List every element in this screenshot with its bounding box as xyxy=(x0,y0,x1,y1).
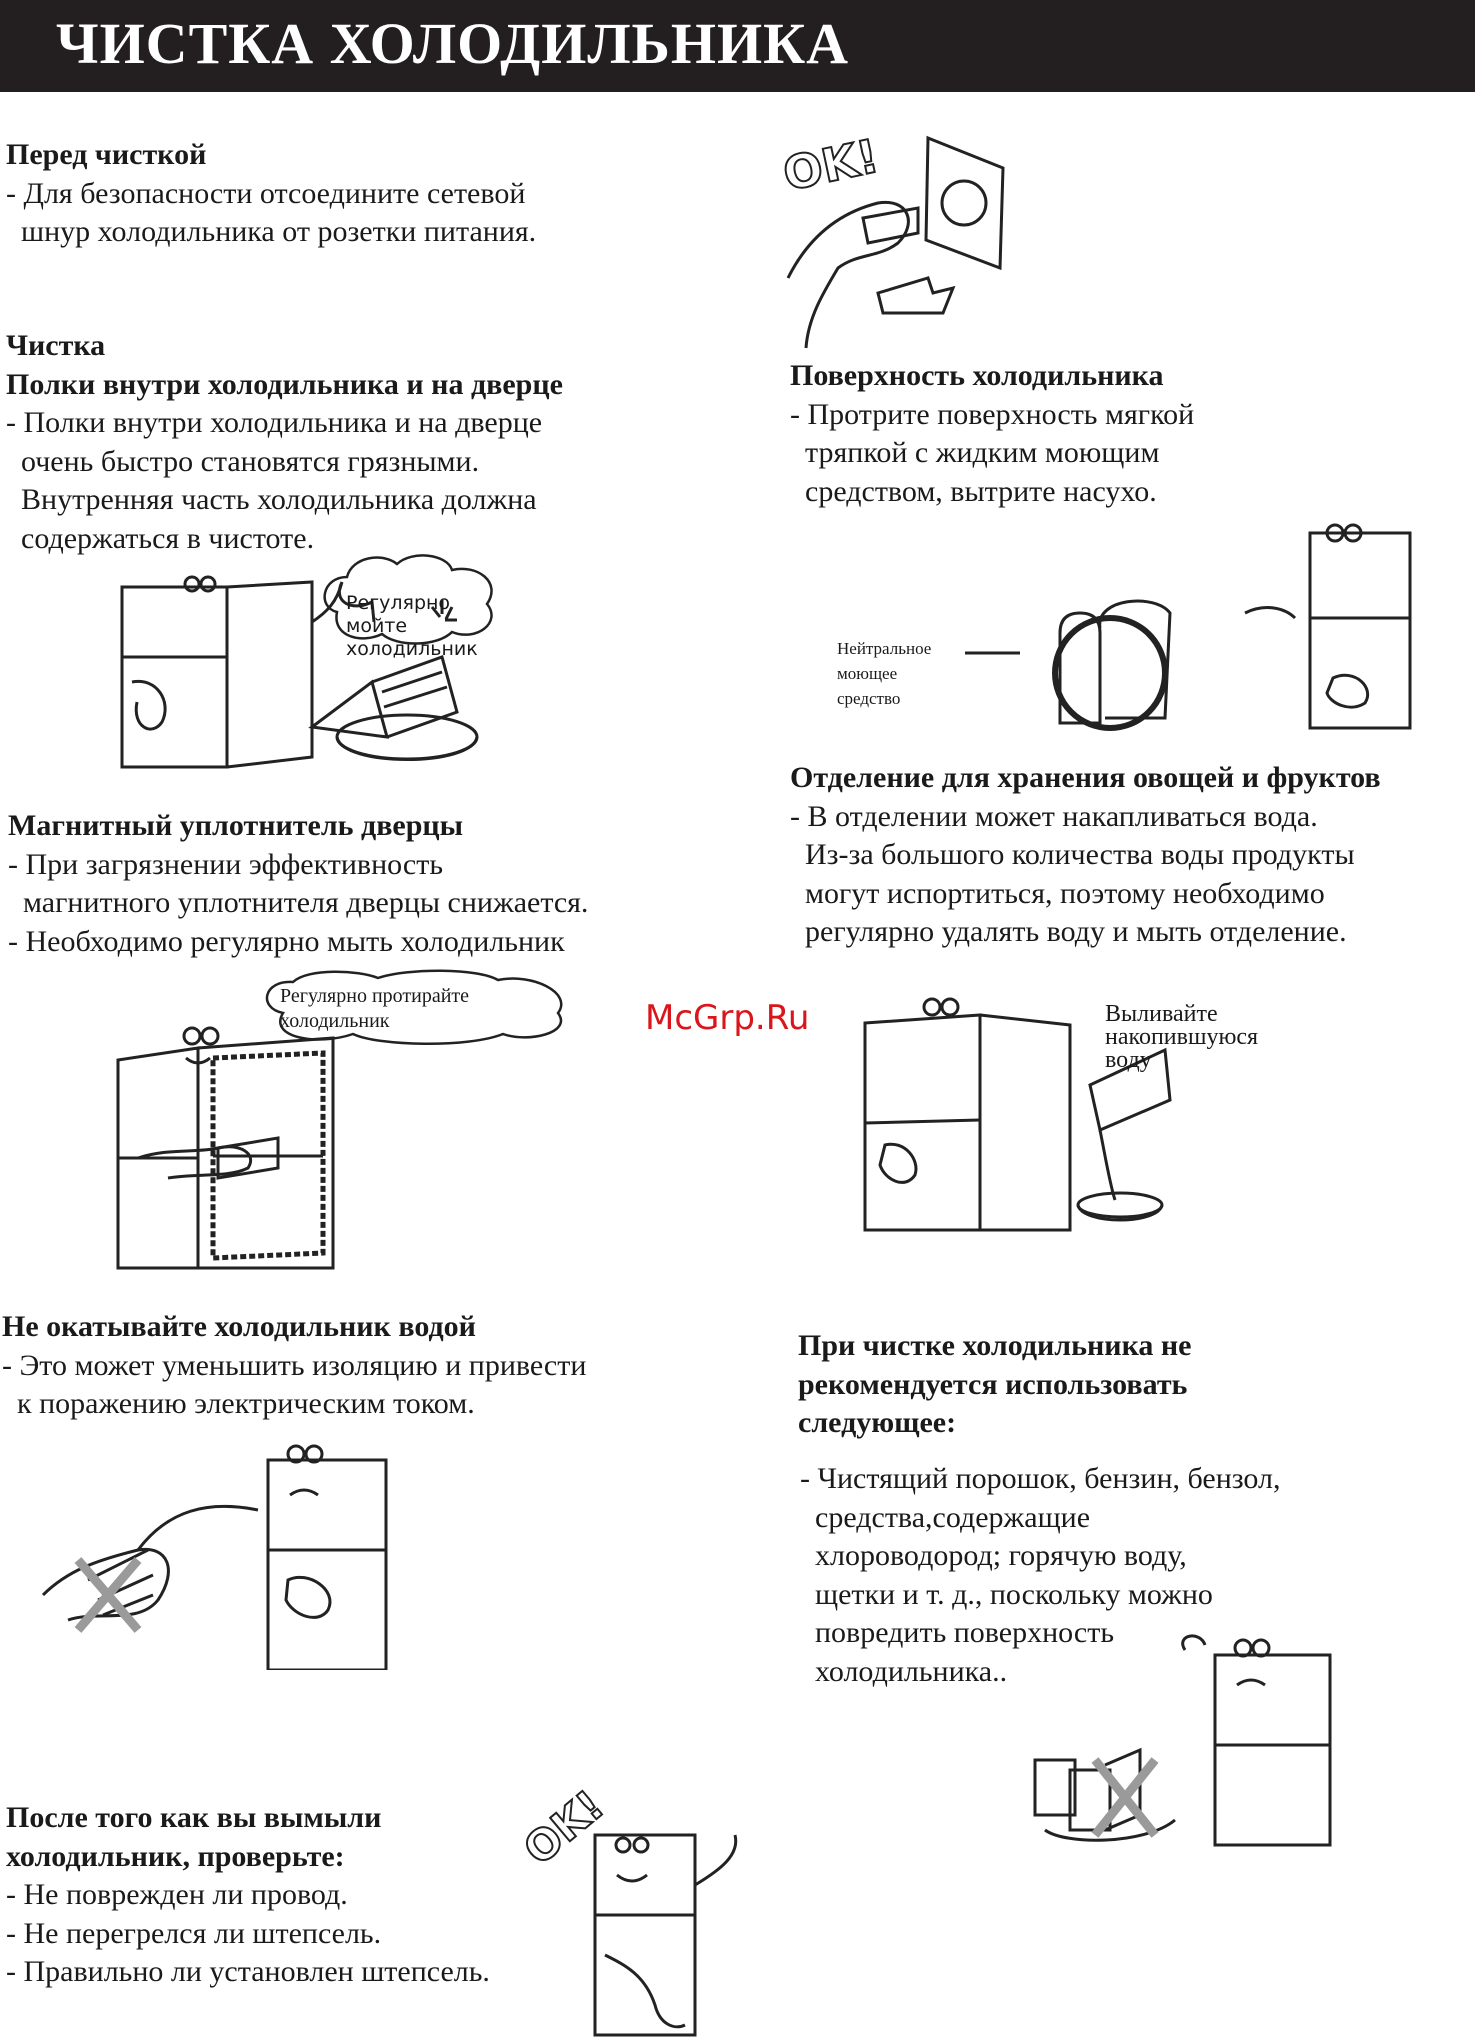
surface-line: - Протрите поверхность мягкой xyxy=(790,397,1195,431)
not-recommended-line: хлороводород; горячую воду, xyxy=(815,1539,1187,1572)
cleaning-section: Чистка Полки внутри холодильника и на дв… xyxy=(6,327,563,558)
watermark: McGrp.Ru xyxy=(645,998,810,1038)
not-recommended-line: - Чистящий порошок, бензин, бензол, xyxy=(800,1462,1281,1495)
before-cleaning-line: шнур холодильника от розетки питания. xyxy=(21,215,537,248)
after-cleaning-line: - Не перегрелся ли штепсель. xyxy=(6,1916,382,1950)
after-cleaning-heading: холодильник, проверьте: xyxy=(6,1839,345,1873)
pour-caption: накопившуюся воду xyxy=(1105,1024,1259,1073)
cleaning-heading: Чистка xyxy=(6,329,106,362)
shelves-line: содержаться в чистоте. xyxy=(21,521,315,555)
forbidden-cleaners-illustration xyxy=(1025,1630,1355,1850)
after-cleaning-heading: После того как вы вымыли xyxy=(6,1801,382,1834)
surface-section: Поверхность холодильника - Протрите пове… xyxy=(790,357,1194,511)
no-water-section: Не окатывайте холодильник водой - Это мо… xyxy=(2,1308,586,1424)
pour-caption: Выливайте xyxy=(1105,1001,1218,1027)
magnetic-seal-line: - Необходимо регулярно мыть холодильник xyxy=(8,924,565,958)
bubble-text: холодильник xyxy=(346,638,478,660)
unplug-illustration: OK! xyxy=(768,118,1028,353)
after-cleaning-line: - Не поврежден ли провод. xyxy=(6,1878,348,1911)
shelves-line: Внутренняя часть холодильника должна xyxy=(21,483,537,516)
wiping-seal-illustration: Регулярно протирайте холодильник xyxy=(108,969,563,1278)
not-recommended-heading: следующее: xyxy=(798,1406,957,1439)
bubble-text: Регулярно мойте xyxy=(346,592,451,637)
magnetic-seal-line: - При загрязнении эффективность xyxy=(8,847,443,881)
ok-fridge-illustration: OK! xyxy=(505,1775,755,2040)
detergent-label: средство xyxy=(837,689,901,708)
not-recommended-line: средства,содержащие xyxy=(815,1500,1091,1534)
vegetables-line: Из-за большого количества воды продукты xyxy=(805,838,1355,871)
after-cleaning-section: После того как вы вымыли холодильник, пр… xyxy=(6,1799,490,1992)
vegetables-line: регулярно удалять воду и мыть отделение. xyxy=(805,915,1347,948)
magnetic-seal-section: Магнитный уплотнитель дверцы - При загря… xyxy=(8,807,588,961)
no-water-illustration xyxy=(28,1440,398,1670)
before-cleaning-heading: Перед чисткой xyxy=(6,138,207,171)
bubble-text: холодильник xyxy=(280,1010,390,1032)
vegetables-section: Отделение для хранения овощей и фруктов … xyxy=(790,759,1381,952)
pour-water-illustration: Выливайте накопившуюся воду xyxy=(860,995,1258,1235)
magnetic-seal-heading: Магнитный уплотнитель дверцы xyxy=(8,809,464,842)
surface-heading: Поверхность холодильника xyxy=(790,359,1164,392)
before-cleaning-line: - Для безопасности отсоедините сетевой xyxy=(6,176,526,210)
detergent-label: Нейтральное xyxy=(837,639,932,658)
after-cleaning-line: - Правильно ли установлен штепсель. xyxy=(6,1955,490,1988)
vegetables-line: могут испортиться, поэтому необходимо xyxy=(805,876,1325,910)
no-water-heading: Не окатывайте холодильник водой xyxy=(2,1310,476,1343)
washing-shelves-illustration: Регулярно мойте холодильник xyxy=(112,554,512,782)
not-recommended-line: щетки и т. д., поскольку можно xyxy=(815,1577,1213,1611)
not-recommended-line: холодильника.. xyxy=(815,1654,1008,1688)
no-water-line: - Это может уменьшить изоляцию и привест… xyxy=(2,1348,587,1382)
title-banner: ЧИСТКА ХОЛОДИЛЬНИКА xyxy=(0,0,1475,92)
not-recommended-heading: При чистке холодильника не xyxy=(798,1329,1192,1362)
surface-line: средством, вытрите насухо. xyxy=(805,474,1157,508)
magnetic-seal-line: магнитного уплотнителя дверцы снижается. xyxy=(23,886,589,919)
vegetables-heading: Отделение для хранения овощей и фруктов xyxy=(790,761,1381,794)
not-recommended-list: - Чистящий порошок, бензин, бензол, сред… xyxy=(800,1460,1281,1691)
before-cleaning-section: Перед чисткой - Для безопасности отсоеди… xyxy=(6,136,536,252)
not-recommended-line: повредить поверхность xyxy=(815,1616,1115,1649)
bubble-text: Регулярно протирайте xyxy=(280,985,470,1007)
detergent-label: моющее xyxy=(837,664,898,683)
shelves-line: - Полки внутри холодильника и на дверце xyxy=(6,406,543,439)
surface-line: тряпкой с жидким моющим xyxy=(805,436,1160,469)
not-recommended-section: При чистке холодильника не рекомендуется… xyxy=(798,1327,1192,1443)
not-recommended-heading: рекомендуется использовать xyxy=(798,1367,1188,1401)
page-title: ЧИСТКА ХОЛОДИЛЬНИКА xyxy=(56,11,850,76)
vegetables-line: - В отделении может накапливаться вода. xyxy=(790,799,1318,833)
shelves-subheading: Полки внутри холодильника и на дверце xyxy=(6,367,563,401)
shelves-line: очень быстро становятся грязными. xyxy=(21,444,480,478)
no-water-line: к поражению электрическим током. xyxy=(17,1387,475,1420)
